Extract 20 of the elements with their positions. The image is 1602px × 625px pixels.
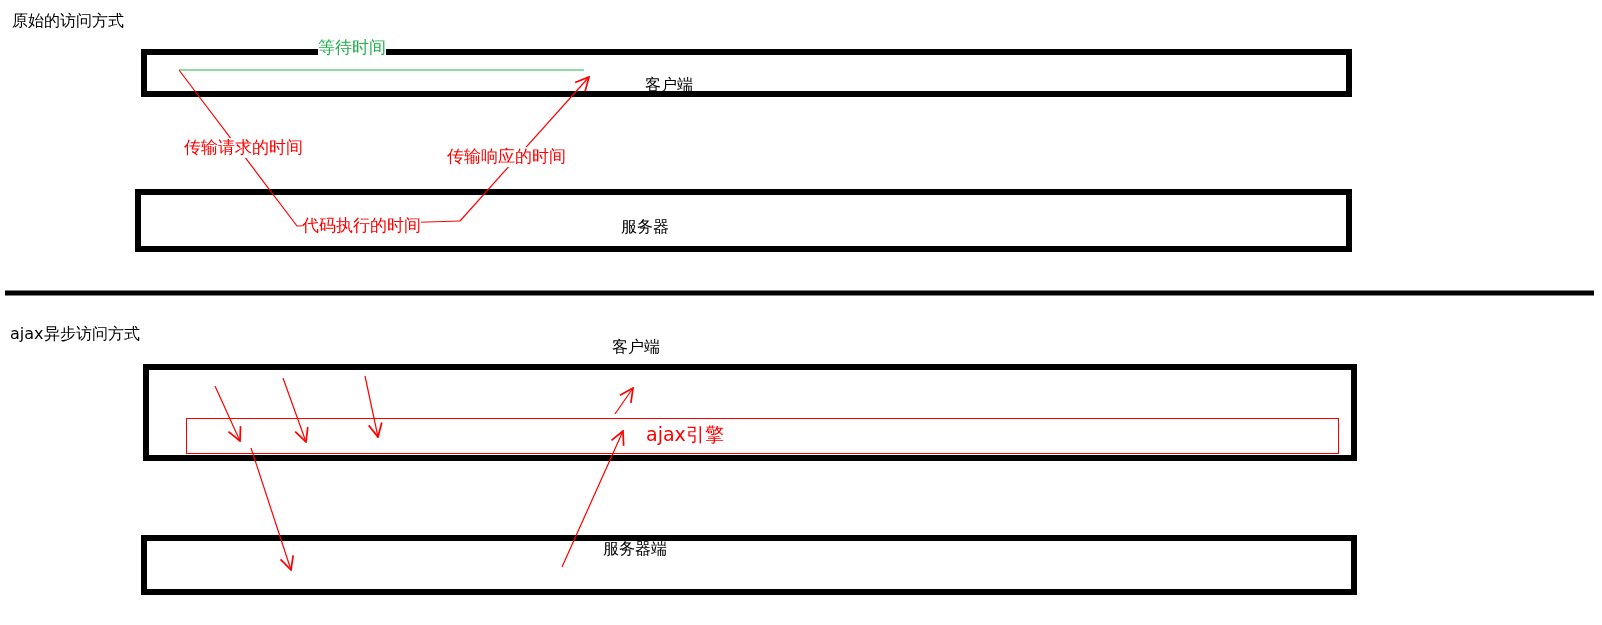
node-label: ajax引擎 bbox=[646, 422, 724, 447]
annotation-text: 代码执行的时间 bbox=[302, 216, 421, 236]
server-box bbox=[135, 189, 1352, 252]
server-box bbox=[141, 535, 1357, 595]
engine-box bbox=[186, 418, 1339, 454]
arrow bbox=[282, 377, 309, 443]
arrow bbox=[364, 375, 383, 438]
node-label: 客户端 bbox=[612, 337, 660, 358]
node-label: 服务器 bbox=[621, 217, 669, 238]
arrow bbox=[614, 387, 634, 415]
node-label: 服务器端 bbox=[603, 539, 667, 560]
section-title: 原始的访问方式 bbox=[12, 12, 124, 31]
arrow bbox=[214, 385, 242, 442]
wait-time-label: 等待时间 bbox=[318, 38, 386, 58]
arrow bbox=[250, 447, 295, 571]
edge-label: 传输响应的时间 bbox=[447, 147, 566, 167]
section-title: ajax异步访问方式 bbox=[10, 325, 140, 344]
arrow bbox=[459, 76, 590, 222]
edge-label: 传输请求的时间 bbox=[184, 138, 303, 158]
arrow bbox=[561, 430, 625, 568]
